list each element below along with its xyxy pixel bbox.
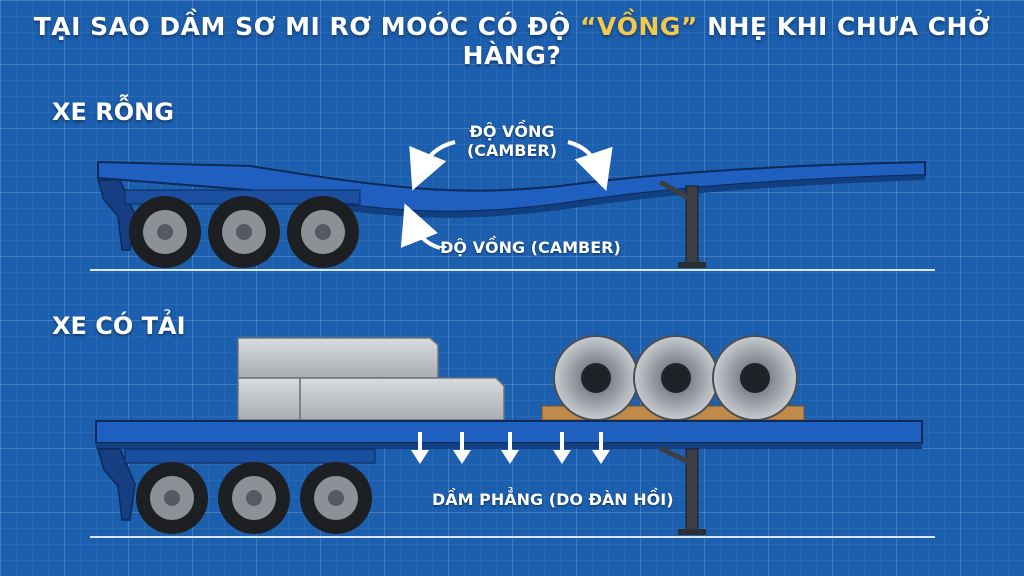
camber-label-top-line1: ĐỘ VỒNG xyxy=(452,122,572,141)
camber-arrow-bottom xyxy=(412,222,440,248)
wheel-loaded-3 xyxy=(300,462,372,534)
camber-arrow-right xyxy=(568,142,600,172)
camber-label-top-line2: (CAMBER) xyxy=(452,141,572,160)
steel-coils xyxy=(542,336,804,420)
wheel-loaded-2 xyxy=(218,462,290,534)
coil-2 xyxy=(634,336,718,420)
axle-frame-loaded xyxy=(125,449,375,463)
camber-label-top: ĐỘ VỒNG (CAMBER) xyxy=(452,122,572,160)
wheel-loaded-1 xyxy=(136,462,208,534)
wheel-empty-1 xyxy=(129,196,201,268)
coil-3 xyxy=(713,336,797,420)
camber-label-bottom: ĐỘ VỒNG (CAMBER) xyxy=(440,238,621,257)
camber-arrow-left xyxy=(420,142,455,172)
flat-beam-label: DẦM PHẲNG (DO ĐÀN HỒI) xyxy=(432,490,674,509)
wheel-empty-3 xyxy=(287,196,359,268)
concrete-blocks xyxy=(238,338,504,420)
coil-1 xyxy=(554,336,638,420)
wheel-empty-2 xyxy=(208,196,280,268)
